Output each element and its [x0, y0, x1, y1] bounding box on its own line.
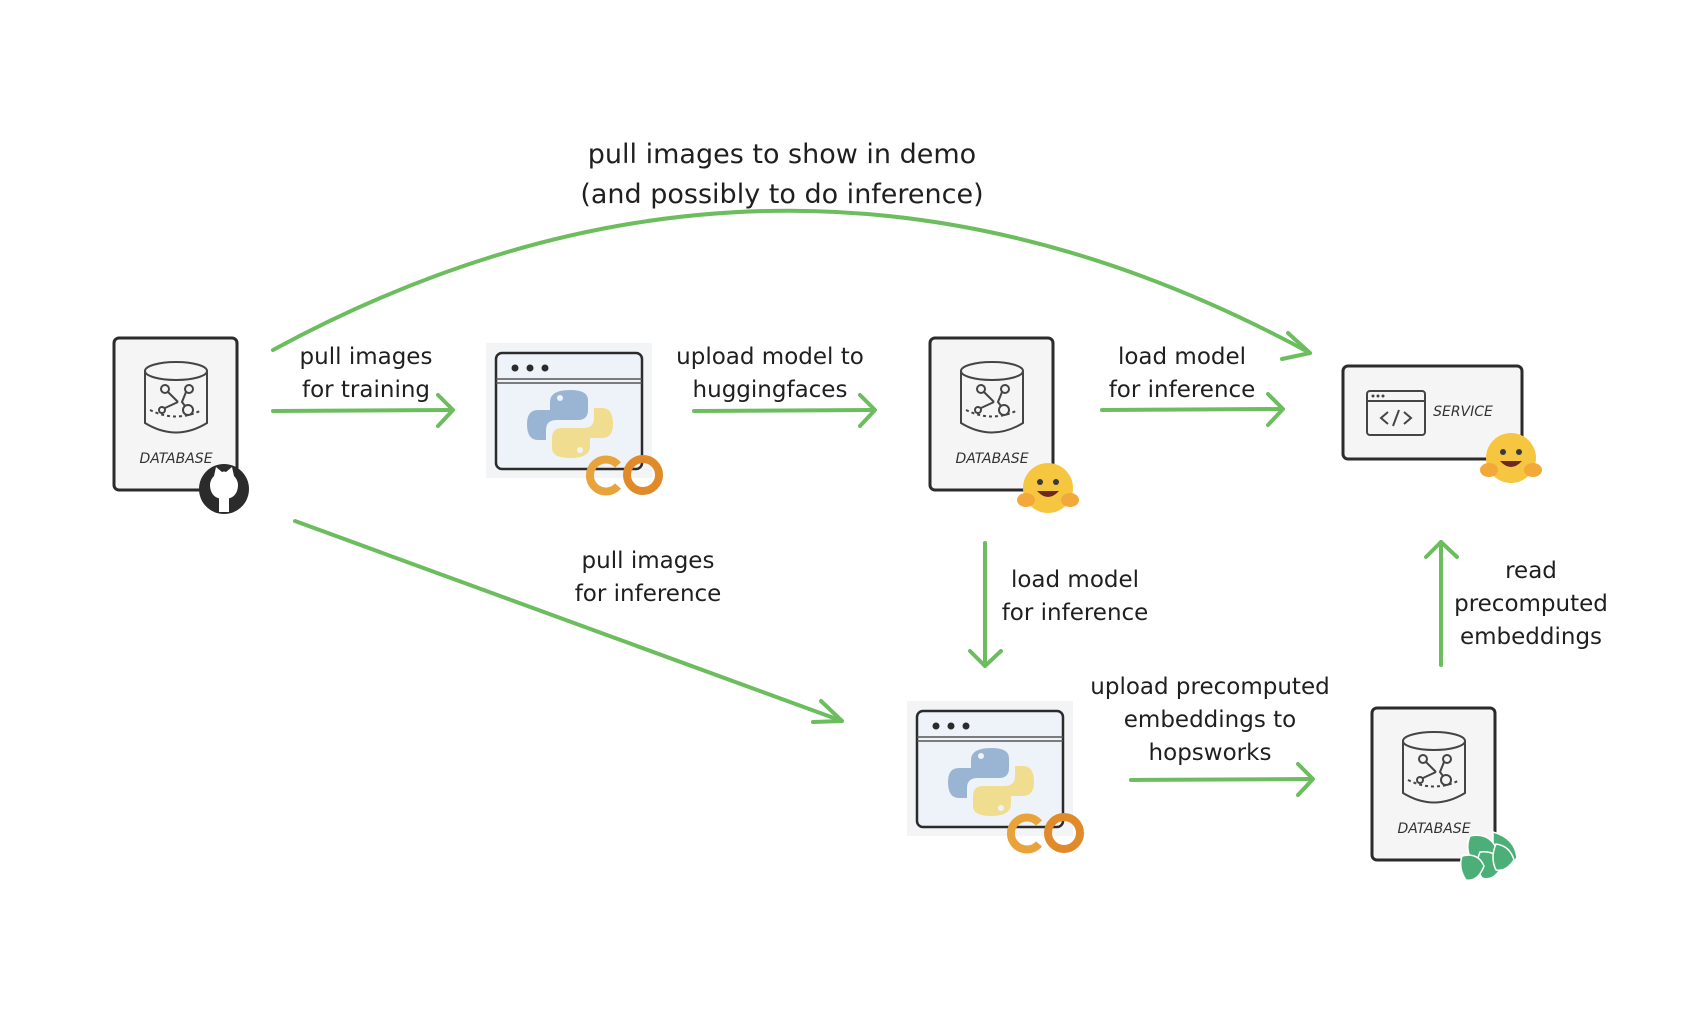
hopsworks-database-node: DATABASE — [1370, 706, 1518, 881]
database-icon — [144, 361, 208, 434]
github-database-node: DATABASE — [112, 336, 249, 514]
label-pull-training: pull images for training — [300, 341, 433, 407]
label-line: hopsworks — [1148, 740, 1272, 766]
label-line: embeddings — [1459, 624, 1603, 650]
label-line: load model — [1010, 567, 1140, 593]
arrow-upload-embeddings — [1129, 762, 1315, 797]
label-line: embeddings to — [1123, 707, 1297, 733]
python-icon — [948, 748, 1034, 816]
window-dots — [932, 722, 970, 730]
label-read-embeddings: read precomputed embeddings — [1454, 555, 1608, 654]
arrow-pull-inference — [293, 519, 844, 724]
label-line: for inference — [1108, 377, 1256, 403]
database-caption: DATABASE — [955, 451, 1028, 467]
label-upload-model: upload model to huggingfaces — [676, 341, 864, 407]
label-line: pull images — [299, 344, 433, 370]
python-icon — [527, 390, 613, 458]
label-line: (and possibly to do inference) — [580, 179, 984, 210]
label-line: upload model to — [676, 344, 864, 370]
label-load-model-down: load model for inference — [1002, 564, 1149, 630]
huggingface-icon — [1480, 433, 1542, 483]
colab-icon — [585, 455, 663, 496]
colab-icon — [1006, 813, 1084, 854]
label-line: for inference — [574, 581, 722, 607]
label-line: pull images — [581, 548, 715, 574]
arrow-upload-model — [692, 393, 877, 428]
hopsworks-icon — [1459, 831, 1518, 881]
label-line: for inference — [1001, 600, 1149, 626]
huggingface-database-node: DATABASE — [928, 336, 1079, 513]
window-dots — [511, 364, 549, 372]
arrow-demo-pull — [271, 208, 1312, 361]
arrow-read-embeddings — [1424, 540, 1459, 667]
label-pull-inference: pull images for inference — [575, 545, 722, 611]
arrow-load-model-top — [1100, 392, 1285, 427]
github-icon — [199, 464, 249, 514]
label-line: for training — [301, 377, 431, 403]
label-upload-embeddings: upload precomputed embeddings to hopswor… — [1090, 671, 1329, 770]
label-line: pull images to show in demo — [587, 139, 977, 170]
label-demo-pull: pull images to show in demo (and possibl… — [580, 135, 983, 215]
service-node: SERVICE — [1341, 364, 1542, 483]
database-icon — [1402, 731, 1466, 804]
label-line: upload precomputed — [1090, 674, 1330, 700]
service-caption: SERVICE — [1433, 404, 1493, 420]
code-window-icon — [1366, 390, 1426, 436]
label-line: precomputed — [1454, 591, 1608, 617]
database-caption: DATABASE — [139, 451, 212, 467]
label-line: load model — [1117, 344, 1247, 370]
colab-inference-node — [907, 701, 1084, 854]
label-line: huggingfaces — [692, 377, 848, 403]
label-line: read — [1505, 558, 1557, 584]
database-icon — [960, 361, 1024, 434]
label-load-model-top: load model for inference — [1109, 341, 1256, 407]
colab-training-node — [486, 343, 663, 496]
arrow-load-model-down — [968, 541, 1003, 668]
arrow-pull-training — [271, 393, 455, 428]
database-caption: DATABASE — [1397, 821, 1470, 837]
huggingface-icon — [1017, 463, 1079, 513]
